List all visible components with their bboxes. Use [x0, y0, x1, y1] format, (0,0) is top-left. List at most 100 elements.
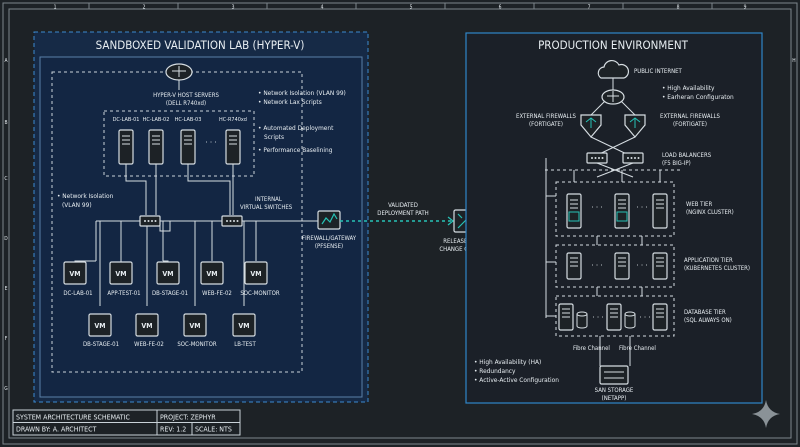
- ruler-col: 1: [54, 5, 57, 11]
- lab-bullet: • Network Isolation (VLAN 99): [258, 89, 346, 97]
- database-icon: [624, 311, 636, 329]
- vm-name: DB-STAGE-01: [83, 341, 119, 348]
- vm-name: DB-STAGE-01: [152, 290, 188, 297]
- path-caption: DEPLOYMENT PATH: [377, 210, 428, 217]
- vm-label: VM: [189, 322, 200, 330]
- lab-section: SANDBOXED VALIDATION LAB (HYPER-V) HYPER…: [33, 31, 369, 403]
- lab-bullet: • Performance Baselining: [258, 146, 333, 154]
- vm-name: APP-TEST-01: [107, 290, 140, 297]
- app-server-icon: [652, 252, 668, 280]
- tier-ellipsis: · · ·: [636, 203, 647, 212]
- app-tier-label: APPLICATION TIER: [684, 257, 733, 264]
- lab-bullet: • Automated Deployment: [258, 124, 334, 132]
- vm-name: DC-LAB-01: [63, 290, 92, 297]
- db-server-icon: [606, 303, 622, 331]
- ruler-col: 2: [143, 5, 146, 11]
- internet-label: PUBLIC INTERNET: [634, 68, 683, 75]
- switches-caption: INTERNAL: [255, 196, 282, 203]
- prod-title: PRODUCTION ENVIRONMENT: [538, 38, 689, 52]
- host-name: DC-LAB-01: [113, 117, 140, 123]
- path-caption: VALIDATED: [388, 202, 418, 209]
- hosts-caption: (DELL R740xd): [166, 100, 206, 107]
- tb-drawn: DRAWN BY: A. ARCHITECT: [16, 426, 97, 434]
- router-icon: [601, 89, 625, 105]
- san-label: (NETAPP): [602, 395, 627, 402]
- firewall-icon: [317, 210, 341, 230]
- vm-name: WEB-FE-02: [134, 341, 164, 348]
- tier-ellipsis: · · ·: [592, 313, 603, 322]
- ruler-row: C: [4, 176, 7, 182]
- hosts-caption: HYPER-V HOST SERVERS: [153, 92, 219, 99]
- gate-caption: RELEASE GATE /: [443, 238, 487, 245]
- server-icon: [148, 129, 164, 165]
- tb-project: PROJECT: ZEPHYR: [160, 414, 216, 422]
- ruler-col: 5: [410, 5, 413, 11]
- nginx-icon: [616, 211, 628, 222]
- db-tier-label: DATABASE TIER: [684, 309, 726, 316]
- load-balancer-icon: [622, 152, 644, 164]
- vm-label: VM: [69, 270, 80, 278]
- title-block: SYSTEM ARCHITECTURE SCHEMATIC PROJECT: Z…: [12, 409, 241, 436]
- web-server-icon: [566, 193, 582, 229]
- vm-label: VM: [238, 322, 249, 330]
- vm-label: VM: [115, 270, 126, 278]
- host-links: [95, 164, 257, 306]
- ha-bullet: • Earheran Configuraton: [662, 93, 734, 101]
- app-server-icon: [566, 252, 582, 280]
- production-section: PRODUCTION ENVIRONMENT PUBLIC INTERNET •…: [465, 32, 763, 404]
- vm-name: WEB-FE-02: [202, 290, 232, 297]
- web-server-icon: [652, 193, 668, 229]
- host-ellipsis: · · ·: [205, 138, 216, 147]
- fibre-right: Fibre Channel: [619, 345, 656, 352]
- ruler-row: G: [4, 386, 8, 392]
- server-icon: [225, 129, 241, 165]
- web-tier-label: (NGINX CLUSTER): [686, 209, 734, 216]
- lb-label: LOAD BALANCERS: [662, 152, 712, 159]
- ruler-row: H: [792, 58, 795, 64]
- app-server-icon: [614, 252, 630, 280]
- switch-icon: [139, 215, 161, 227]
- ruler-col: 8: [677, 5, 680, 11]
- tier-ellipsis: · · ·: [591, 203, 602, 212]
- vm-label: VM: [250, 270, 261, 278]
- ruler-row: D: [4, 236, 8, 242]
- web-server-icon: [614, 193, 630, 229]
- cloud-icon: [597, 59, 630, 79]
- ha-bullet: • High Availability: [662, 84, 715, 92]
- tb-schematic: SYSTEM ARCHITECTURE SCHEMATIC: [16, 414, 130, 422]
- ruler-row: F: [5, 336, 8, 342]
- host-name: HC-LAB-03: [175, 117, 202, 123]
- tb-scale: SCALE: NTS: [195, 426, 232, 434]
- vm-label: VM: [141, 322, 152, 330]
- switches-caption: VIRTUAL SWITCHES: [240, 204, 293, 211]
- ruler-row: A: [4, 58, 8, 64]
- gate-caption: CHANGE CONTROL: [439, 246, 490, 253]
- lab-title: SANDBOXED VALIDATION LAB (HYPER-V): [96, 38, 305, 52]
- lab-bullet: • Network Lax Scripts: [258, 98, 322, 106]
- lab-bullet: Scripts: [264, 133, 284, 141]
- vm-name: LB-TEST: [234, 341, 256, 348]
- app-tier-label: (KUBERNETES CLUSTER): [684, 265, 750, 272]
- load-balancer-icon: [586, 152, 608, 164]
- ruler-row: E: [5, 286, 8, 292]
- web-tier-label: WEB TIER: [686, 201, 712, 208]
- fw-left-label: EXTERNAL FIREWALLS: [516, 113, 576, 120]
- fw-left-label: (FORTIGATE): [529, 121, 563, 128]
- db-tier-label: (SQL ALWAYS ON): [684, 317, 732, 324]
- tier-ellipsis: · · ·: [639, 313, 650, 322]
- ruler-col: 4: [321, 5, 324, 11]
- lb-label: (F5 BIG-IP): [662, 160, 691, 167]
- vm-name: SOC-MONITOR: [240, 290, 279, 297]
- fw-right-label: (FORTIGATE): [673, 121, 707, 128]
- ruler-col: 3: [232, 5, 235, 11]
- server-icon: [180, 129, 196, 165]
- switch-icon: [221, 215, 243, 227]
- router-icon: [165, 63, 193, 81]
- host-name: HC-R740xd: [219, 117, 247, 123]
- fibre-left: Fibre Channel: [573, 345, 610, 352]
- firewall-caption: FIREWALL/GATEWAY: [302, 235, 357, 242]
- db-server-icon: [558, 303, 574, 331]
- nginx-icon: [568, 211, 580, 222]
- server-icon: [118, 129, 134, 165]
